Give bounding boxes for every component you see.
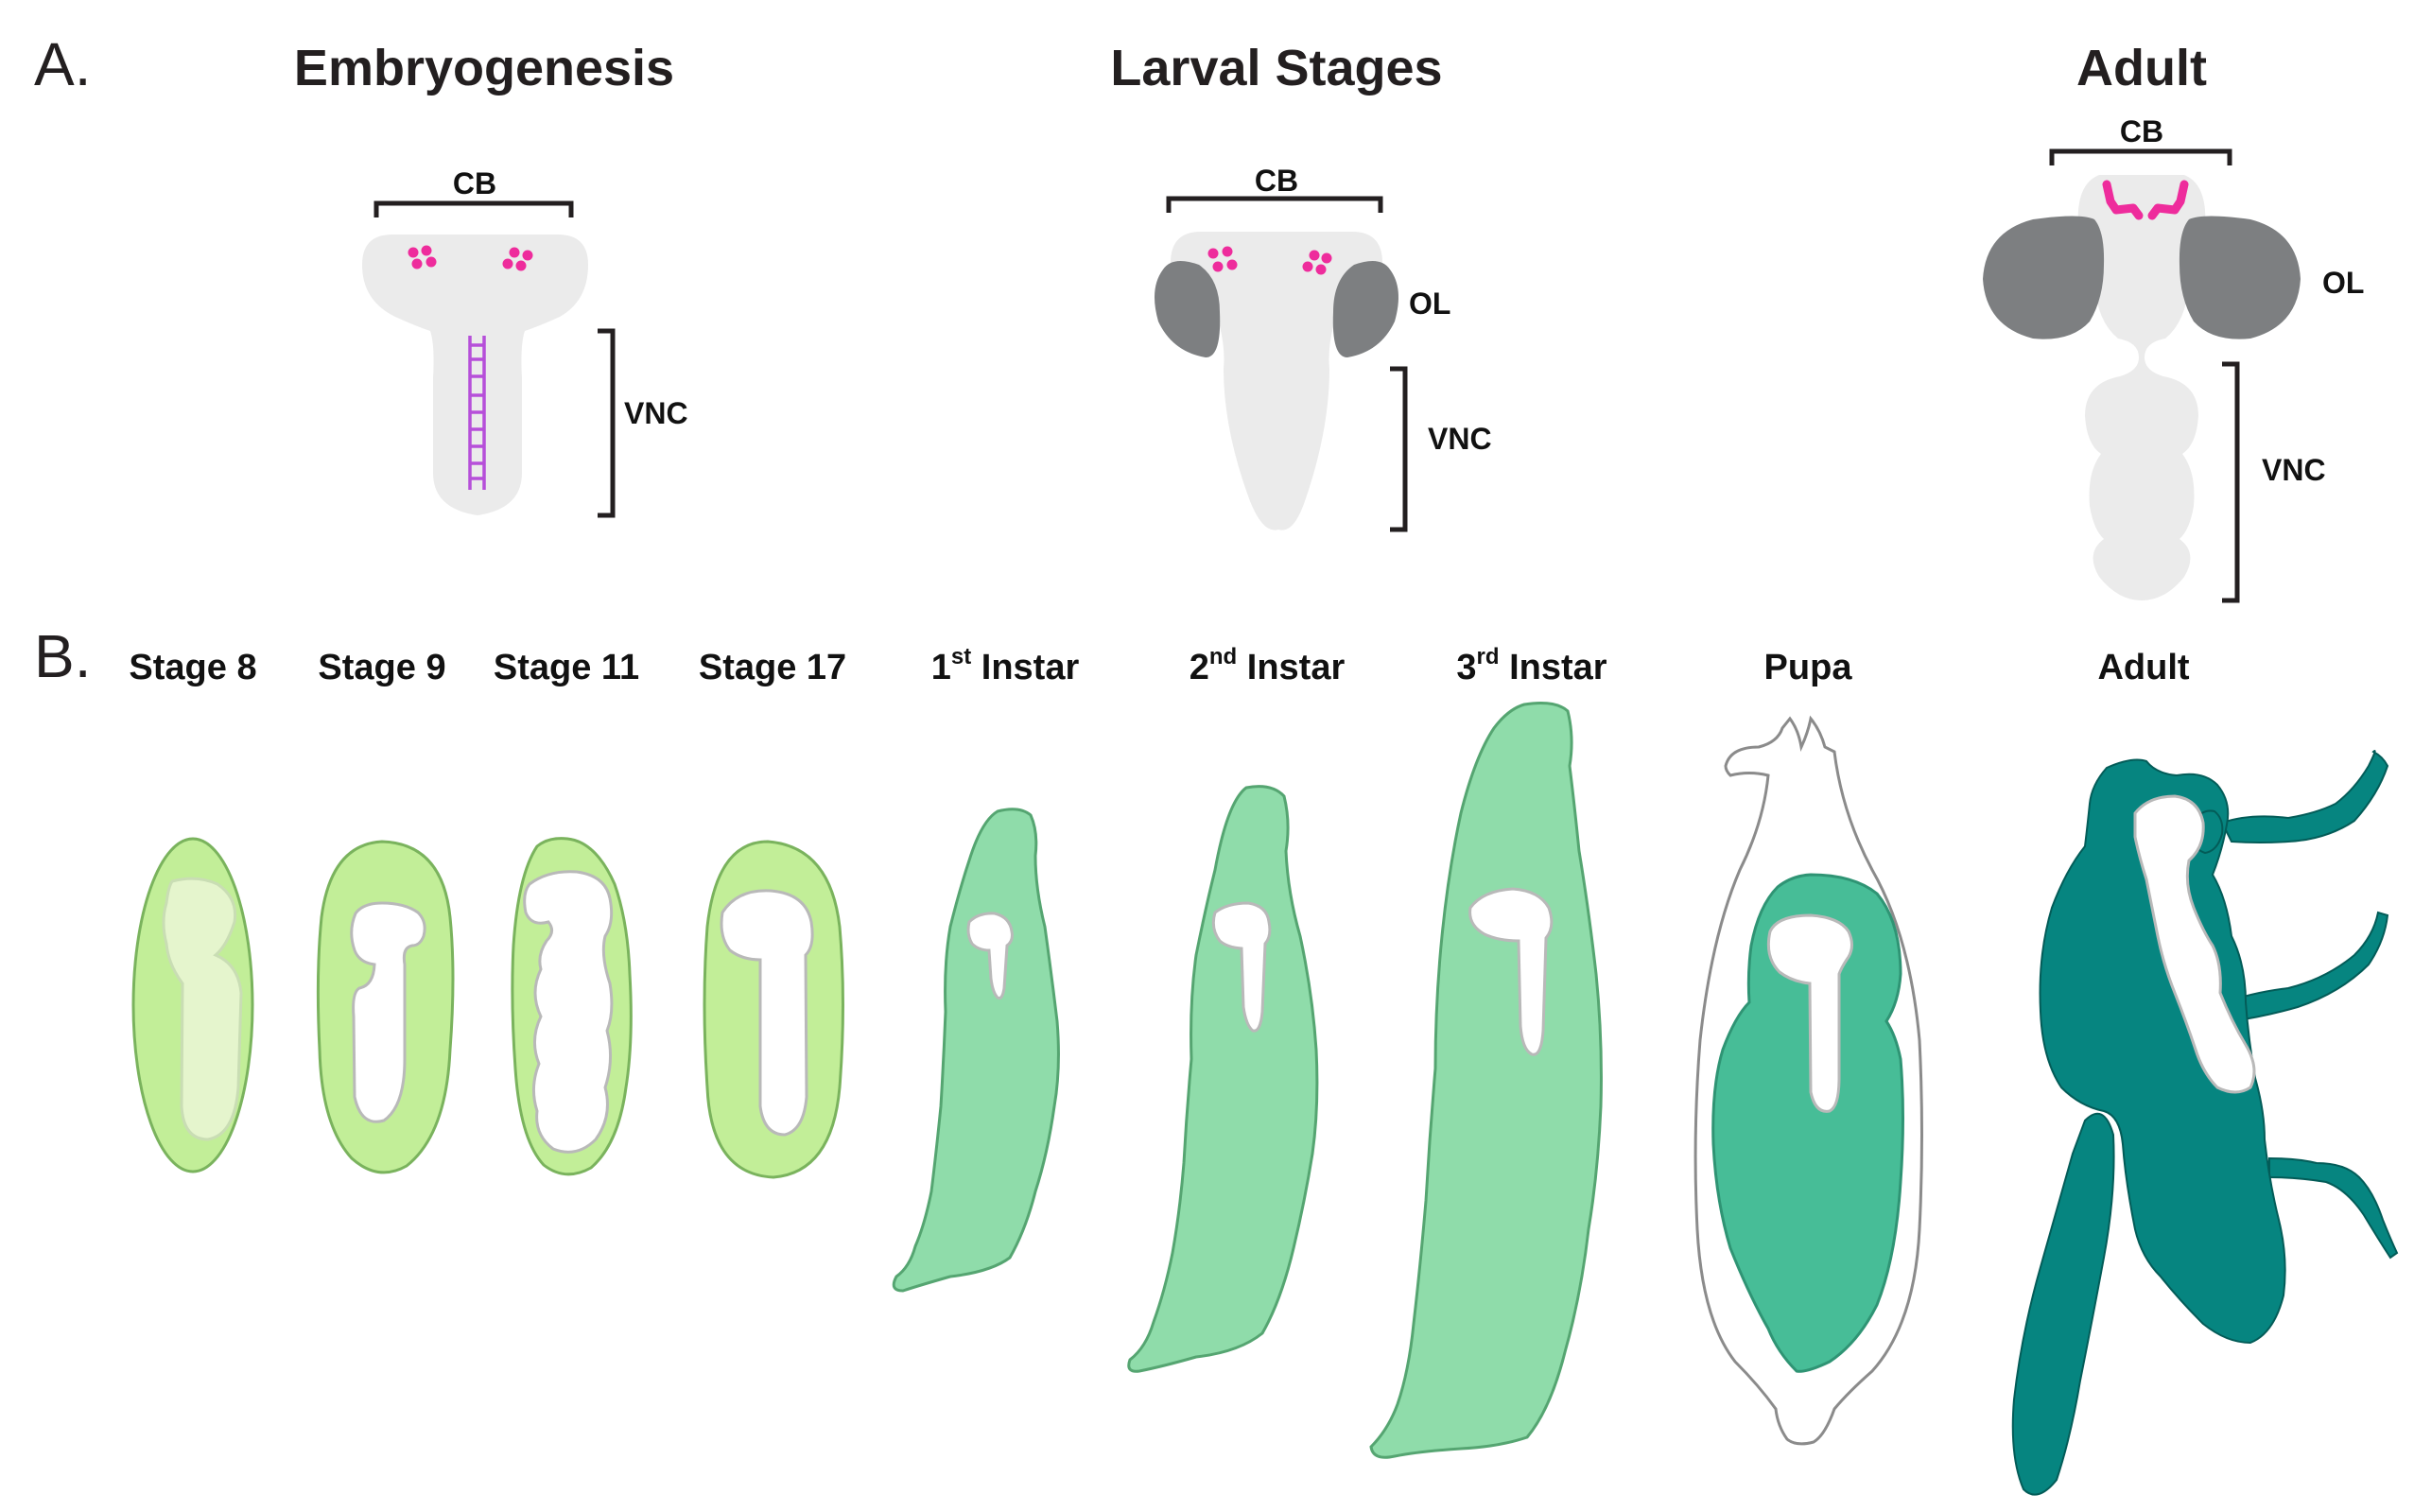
adult-vnc-label: VNC bbox=[2262, 453, 2326, 487]
pupal-body bbox=[1711, 873, 1904, 1373]
larval-optic-lobe-right bbox=[1332, 261, 1398, 357]
embryo-brain-group: Embryogenesis CB VNC bbox=[294, 40, 688, 518]
3rd-instar-nervous-system bbox=[1468, 887, 1554, 1056]
1st-instar-nervous-system bbox=[966, 912, 1014, 999]
larval-cb-label: CB bbox=[1255, 164, 1298, 198]
stage-label-adult: Adult bbox=[2097, 648, 2189, 687]
panel-a-letter: A. bbox=[34, 30, 91, 98]
adult-optic-lobe-left bbox=[1983, 216, 2105, 339]
adult-cb-marker-left bbox=[2102, 180, 2144, 220]
pupa bbox=[1693, 715, 1923, 1446]
adult-cb-label: CB bbox=[2120, 114, 2163, 148]
embryo-ventral-nerve-cord bbox=[468, 336, 486, 490]
adult-fly-leg-front bbox=[2220, 750, 2389, 843]
stage-label-2nd-instar: 2nd Instar bbox=[1190, 644, 1346, 687]
1st-instar-larva bbox=[892, 808, 1060, 1293]
stage-label-stage-11: Stage 11 bbox=[494, 648, 639, 687]
adult-ol-label: OL bbox=[2322, 266, 2364, 300]
stage-17-nervous-system bbox=[720, 889, 814, 1137]
adult-cb-marker-right bbox=[2147, 180, 2189, 220]
stage-label-stage-8: Stage 8 bbox=[129, 648, 256, 687]
larval-vnc-label: VNC bbox=[1428, 422, 1492, 456]
stage-11-nervous-system bbox=[523, 870, 614, 1154]
adult-title: Adult bbox=[2076, 40, 2207, 96]
adult-vnc-bracket bbox=[2222, 361, 2240, 603]
stage-8-nervous-system bbox=[162, 877, 243, 1141]
larval-cb-marker-right bbox=[1302, 250, 1332, 275]
stage-9-nervous-system bbox=[350, 901, 426, 1123]
embryo-cb-label: CB bbox=[453, 166, 496, 200]
adult-fly-wing bbox=[2011, 1112, 2115, 1496]
stage-label-stage-17: Stage 17 bbox=[699, 648, 846, 687]
2nd-instar-larva bbox=[1127, 785, 1319, 1373]
larval-brain-group: Larval Stages CB OL VNC bbox=[1110, 40, 1492, 532]
adult-brain bbox=[2077, 175, 2206, 600]
embryo-cb-marker-right bbox=[502, 247, 533, 271]
adult-fly-body bbox=[2039, 758, 2286, 1345]
3rd-instar-larva bbox=[1369, 702, 1603, 1459]
adult-fly-leg-hind bbox=[2268, 1156, 2399, 1260]
larval-ol-label: OL bbox=[1409, 287, 1450, 321]
larval-cb-marker-left bbox=[1207, 246, 1238, 272]
adult-fly-leg-middle bbox=[2225, 911, 2389, 1023]
stage-label-pupa: Pupa bbox=[1764, 648, 1853, 687]
panel-b-letter: B. bbox=[34, 622, 91, 690]
stage-17-embryo bbox=[703, 840, 844, 1179]
stage-11-embryo bbox=[511, 837, 633, 1176]
larval-vnc-bracket bbox=[1390, 366, 1408, 532]
stage-9-embryo bbox=[316, 840, 455, 1174]
pupal-case bbox=[1693, 715, 1923, 1446]
larval-brain bbox=[1171, 232, 1382, 530]
pupa-nervous-system bbox=[1766, 913, 1853, 1113]
larval-optic-lobe-left bbox=[1155, 261, 1221, 357]
stage-8-embryo bbox=[131, 837, 254, 1173]
embryo-cb-bracket bbox=[373, 200, 574, 217]
larval-cb-bracket bbox=[1166, 196, 1383, 213]
adult-cb-bracket bbox=[2049, 148, 2232, 165]
embryogenesis-title: Embryogenesis bbox=[294, 40, 674, 96]
adult-fly bbox=[2011, 750, 2399, 1496]
embryo-cb-marker-left bbox=[408, 245, 437, 269]
larval-stages-title: Larval Stages bbox=[1110, 40, 1442, 96]
stage-label-stage-9: Stage 9 bbox=[318, 648, 445, 687]
adult-optic-lobe-right bbox=[2179, 216, 2301, 339]
2nd-instar-nervous-system bbox=[1211, 901, 1272, 1033]
embryo-vnc-label: VNC bbox=[624, 396, 688, 430]
stage-label-1st-instar: 1st Instar bbox=[931, 644, 1080, 687]
stage-label-3rd-instar: 3rd Instar bbox=[1456, 644, 1606, 687]
embryo-vnc-bracket bbox=[598, 328, 616, 518]
adult-brain-group: Adult CB OL VNC bbox=[1983, 40, 2364, 603]
adult-fly-nervous-system bbox=[2133, 794, 2256, 1094]
